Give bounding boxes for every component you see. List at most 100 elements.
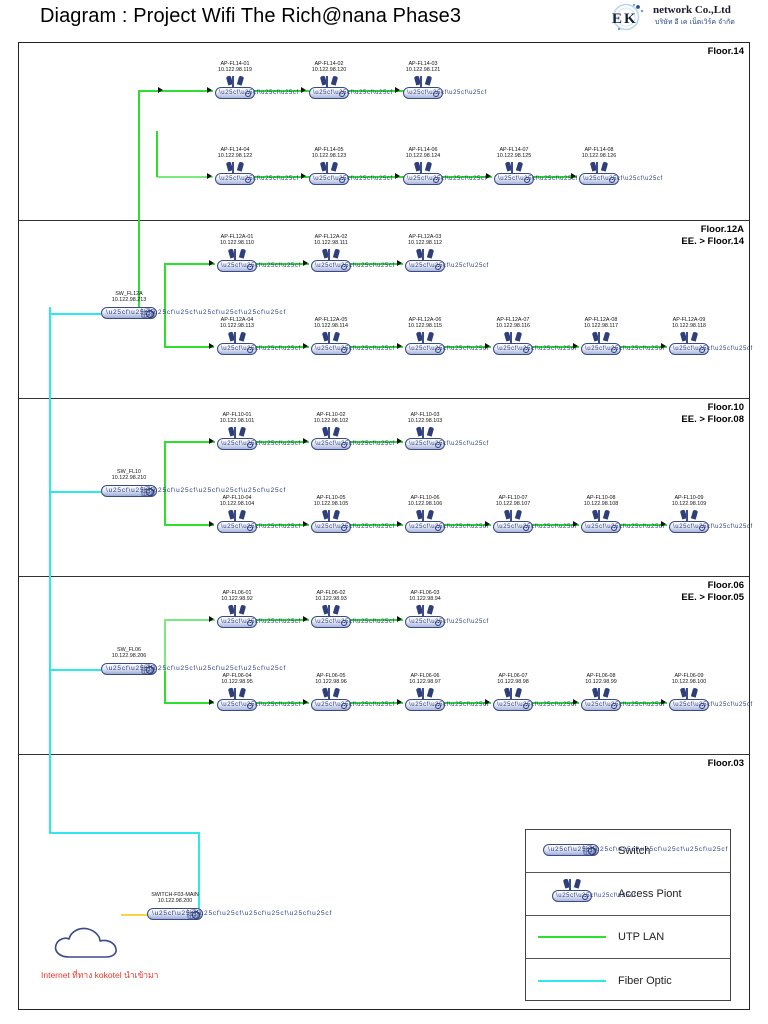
ap-name: AP-FL12A-09: [672, 317, 706, 323]
switch-device-main[interactable]: \u25cf\u25cf\u25cf\u25cf\u25cf\u25cf\u25…: [147, 907, 331, 923]
antenna-right-icon: [424, 161, 432, 172]
ap-port-icon: [247, 346, 253, 353]
ap-ip: 10.122.98.117: [583, 323, 619, 330]
link-arrow: [573, 698, 578, 705]
access-point[interactable]: \u25cf\u25cf\u25cf\u25cf: [491, 331, 576, 362]
access-point[interactable]: \u25cf\u25cf\u25cf\u25cf: [579, 331, 664, 362]
ap-port-icon: [339, 176, 345, 183]
access-point[interactable]: \u25cf\u25cf\u25cf\u25cf: [215, 426, 300, 457]
access-point[interactable]: \u25cf\u25cf\u25cf\u25cf: [579, 687, 664, 718]
access-point[interactable]: \u25cf\u25cf\u25cf\u25cf: [403, 248, 488, 279]
link-arrow: [397, 259, 402, 266]
access-point[interactable]: \u25cf\u25cf\u25cf\u25cf: [403, 604, 488, 635]
ap-name: AP-FL12A-02: [314, 234, 348, 240]
antenna-right-icon: [426, 248, 434, 259]
utp-fl10-row2-b: [345, 524, 403, 526]
antenna-right-icon: [330, 75, 338, 86]
antenna-right-icon: [514, 509, 522, 520]
link-arrow: [207, 172, 212, 179]
access-point[interactable]: \u25cf\u25cf\u25cf\u25cf: [403, 426, 488, 457]
antenna-mast-icon: [596, 162, 598, 173]
ap-leds-icon: \u25cf\u25cf\u25cf\u25cf: [315, 619, 395, 625]
access-point[interactable]: \u25cf\u25cf\u25cf\u25cf: [213, 75, 298, 106]
antenna-mast-icon: [326, 76, 328, 87]
switch-device[interactable]: \u25cf\u25cf\u25cf\u25cf\u25cf\u25cf\u25…: [101, 662, 285, 678]
access-point[interactable]: \u25cf\u25cf\u25cf\u25cf: [579, 509, 664, 540]
access-point[interactable]: \u25cf\u25cf\u25cf\u25cf: [215, 687, 300, 718]
ap-leds-icon: \u25cf\u25cf\u25cf\u25cf: [315, 702, 395, 708]
ap-label: AP-FL10-07 10.122.98.107: [468, 495, 558, 508]
ap-ip: 10.122.98.98: [497, 679, 529, 686]
ap-port-icon: [341, 702, 347, 709]
ap-label: AP-FL14-08 10.122.98.126: [554, 147, 644, 160]
ap-port-icon: [339, 90, 345, 97]
ap-name: AP-FL14-07: [499, 147, 529, 153]
link-arrow: [486, 172, 491, 179]
access-point[interactable]: \u25cf\u25cf\u25cf\u25cf: [309, 604, 394, 635]
access-point[interactable]: \u25cf\u25cf\u25cf\u25cf: [215, 331, 300, 362]
access-point[interactable]: \u25cf\u25cf\u25cf\u25cf: [309, 248, 394, 279]
access-point[interactable]: \u25cf\u25cf\u25cf\u25cf: [307, 161, 392, 192]
ap-label: AP-FL10-04 10.122.98.104: [192, 495, 282, 508]
ap-port-icon: [341, 441, 347, 448]
ap-ip: 10.122.98.123: [311, 153, 347, 160]
access-point[interactable]: \u25cf\u25cf\u25cf\u25cf: [309, 331, 394, 362]
ap-port-icon: [247, 702, 253, 709]
ap-leds-icon: \u25cf\u25cf\u25cf\u25cf: [221, 346, 301, 352]
antenna-right-icon: [238, 509, 246, 520]
ap-port-icon: [435, 441, 441, 448]
ap-leds-icon: \u25cf\u25cf\u25cf\u25cf: [498, 176, 578, 182]
ap-label: AP-FL10-08 10.122.98.108: [556, 495, 646, 508]
ap-name: AP-FL14-06: [408, 147, 438, 153]
access-point[interactable]: \u25cf\u25cf\u25cf\u25cf: [309, 426, 394, 457]
access-point[interactable]: \u25cf\u25cf\u25cf\u25cf: [401, 161, 486, 192]
antenna-right-icon: [426, 331, 434, 342]
utp-fl06-row1-b: [345, 619, 403, 621]
antenna-mast-icon: [686, 332, 688, 343]
access-point[interactable]: \u25cf\u25cf\u25cf\u25cf: [215, 604, 300, 635]
floor-label-06: Floor.06 EE. > Floor.05: [681, 580, 744, 603]
access-point[interactable]: \u25cf\u25cf\u25cf\u25cf: [213, 161, 298, 192]
access-point[interactable]: \u25cf\u25cf\u25cf\u25cf: [492, 161, 577, 192]
ap-name: AP-FL06-01: [222, 590, 252, 596]
access-point[interactable]: \u25cf\u25cf\u25cf\u25cf: [401, 75, 486, 106]
access-point[interactable]: \u25cf\u25cf\u25cf\u25cf: [667, 687, 752, 718]
ap-ip: 10.122.98.97: [409, 679, 441, 686]
access-point[interactable]: \u25cf\u25cf\u25cf\u25cf: [491, 687, 576, 718]
access-point[interactable]: \u25cf\u25cf\u25cf\u25cf: [215, 248, 300, 279]
antenna-mast-icon: [598, 332, 600, 343]
access-point[interactable]: \u25cf\u25cf\u25cf\u25cf: [403, 687, 488, 718]
access-point[interactable]: \u25cf\u25cf\u25cf\u25cf: [307, 75, 392, 106]
utp-fl12a-riser-up: [164, 263, 166, 315]
ap-ip: 10.122.98.99: [585, 679, 617, 686]
switch-body: [101, 663, 157, 675]
antenna-right-icon: [236, 75, 244, 86]
fiber-trunk-vertical: [49, 307, 51, 832]
diagram-frame: Floor.14 Floor.12A EE. > Floor.14 Floor.…: [18, 42, 752, 1010]
ap-leds-icon: \u25cf\u25cf\u25cf\u25cf: [585, 346, 665, 352]
ap-label: AP-FL10-03 10.122.98.103: [380, 412, 470, 425]
access-point[interactable]: \u25cf\u25cf\u25cf\u25cf: [667, 509, 752, 540]
legend-green-line-icon: [526, 916, 618, 958]
ap-ip: 10.122.98.104: [219, 501, 255, 508]
link-arrow: [303, 520, 308, 527]
ap-port-icon: [699, 702, 705, 709]
antenna-mast-icon: [328, 688, 330, 699]
access-point[interactable]: \u25cf\u25cf\u25cf\u25cf: [667, 331, 752, 362]
ap-port-icon: [582, 893, 588, 900]
antenna-right-icon: [330, 161, 338, 172]
access-point[interactable]: \u25cf\u25cf\u25cf\u25cf: [309, 509, 394, 540]
access-point[interactable]: \u25cf\u25cf\u25cf\u25cf: [577, 161, 662, 192]
switch-device[interactable]: \u25cf\u25cf\u25cf\u25cf\u25cf\u25cf\u25…: [101, 306, 285, 322]
access-point[interactable]: \u25cf\u25cf\u25cf\u25cf: [491, 509, 576, 540]
access-point[interactable]: \u25cf\u25cf\u25cf\u25cf: [403, 509, 488, 540]
access-point[interactable]: \u25cf\u25cf\u25cf\u25cf: [215, 509, 300, 540]
antenna-right-icon: [238, 426, 246, 437]
floor-band-10: Floor.10 EE. > Floor.08: [19, 399, 749, 577]
ap-label: AP-FL12A-08 10.122.98.117: [556, 317, 646, 330]
access-point[interactable]: \u25cf\u25cf\u25cf\u25cf: [309, 687, 394, 718]
antenna-right-icon: [600, 161, 608, 172]
ap-name: AP-FL10-06: [410, 495, 440, 501]
access-point[interactable]: \u25cf\u25cf\u25cf\u25cf: [403, 331, 488, 362]
switch-device[interactable]: \u25cf\u25cf\u25cf\u25cf\u25cf\u25cf\u25…: [101, 484, 285, 500]
